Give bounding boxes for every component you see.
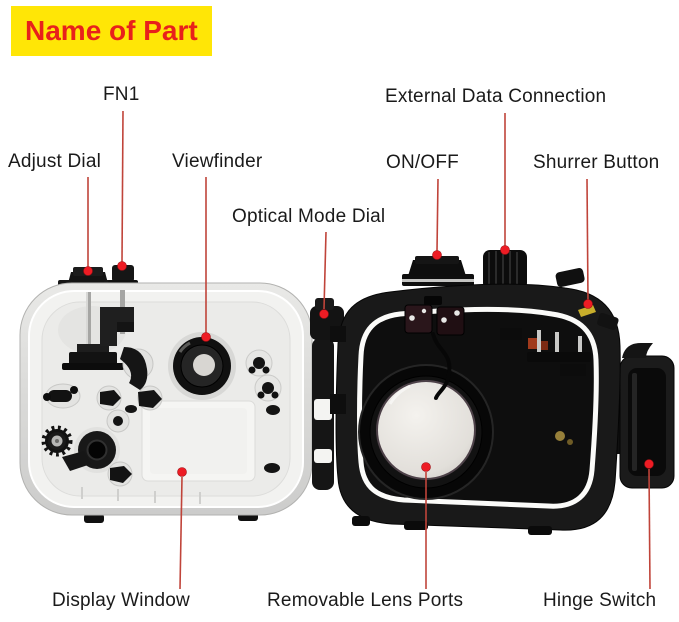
label-hinge-switch: Hinge Switch (543, 590, 657, 611)
leader-line-on-off (436, 178, 439, 252)
marker-dot-viewfinder (201, 332, 211, 342)
leader-line-display-window (179, 476, 183, 590)
label-fn1: FN1 (103, 84, 140, 105)
label-optical-mode-dial: Optical Mode Dial (232, 206, 386, 227)
marker-dot-removable-lens-ports (421, 462, 431, 472)
label-shurrer-button: Shurrer Button (533, 152, 660, 173)
leader-line-optical-mode-dial (323, 231, 327, 310)
lens-port (358, 364, 494, 500)
marker-dot-adjust-dial (83, 266, 93, 276)
marker-dot-display-window (177, 467, 187, 477)
marker-dot-hinge-switch (644, 459, 654, 469)
leader-line-hinge-switch (648, 468, 651, 590)
label-viewfinder: Viewfinder (172, 151, 263, 172)
hinge-column (310, 298, 344, 490)
marker-dots (83, 245, 654, 477)
front-housing-illustration (330, 250, 675, 535)
diagram-title: Name of Part (11, 6, 212, 56)
marker-dot-fn1 (117, 261, 127, 271)
marker-dot-optical-mode-dial (319, 309, 329, 319)
label-on-off: ON/OFF (386, 152, 459, 173)
viewfinder-eyepiece (168, 332, 236, 400)
display-window (141, 400, 256, 482)
marker-dot-external-data-connection (500, 245, 510, 255)
on-off-button (402, 256, 474, 286)
annotation-layer (87, 110, 651, 590)
shutter-contact (578, 305, 596, 317)
leader-line-fn1 (121, 110, 124, 263)
label-adjust-dial: Adjust Dial (8, 151, 102, 172)
leader-line-shurrer-button (586, 178, 589, 301)
label-display-window: Display Window (52, 590, 190, 611)
marker-dot-on-off (432, 250, 442, 260)
label-removable-lens-ports: Removable Lens Ports (267, 590, 464, 611)
fn1-knob (112, 265, 134, 282)
rear-housing-illustration (19, 265, 313, 523)
marker-dot-shurrer-button (583, 299, 593, 309)
label-external-data-connection: External Data Connection (385, 86, 607, 107)
